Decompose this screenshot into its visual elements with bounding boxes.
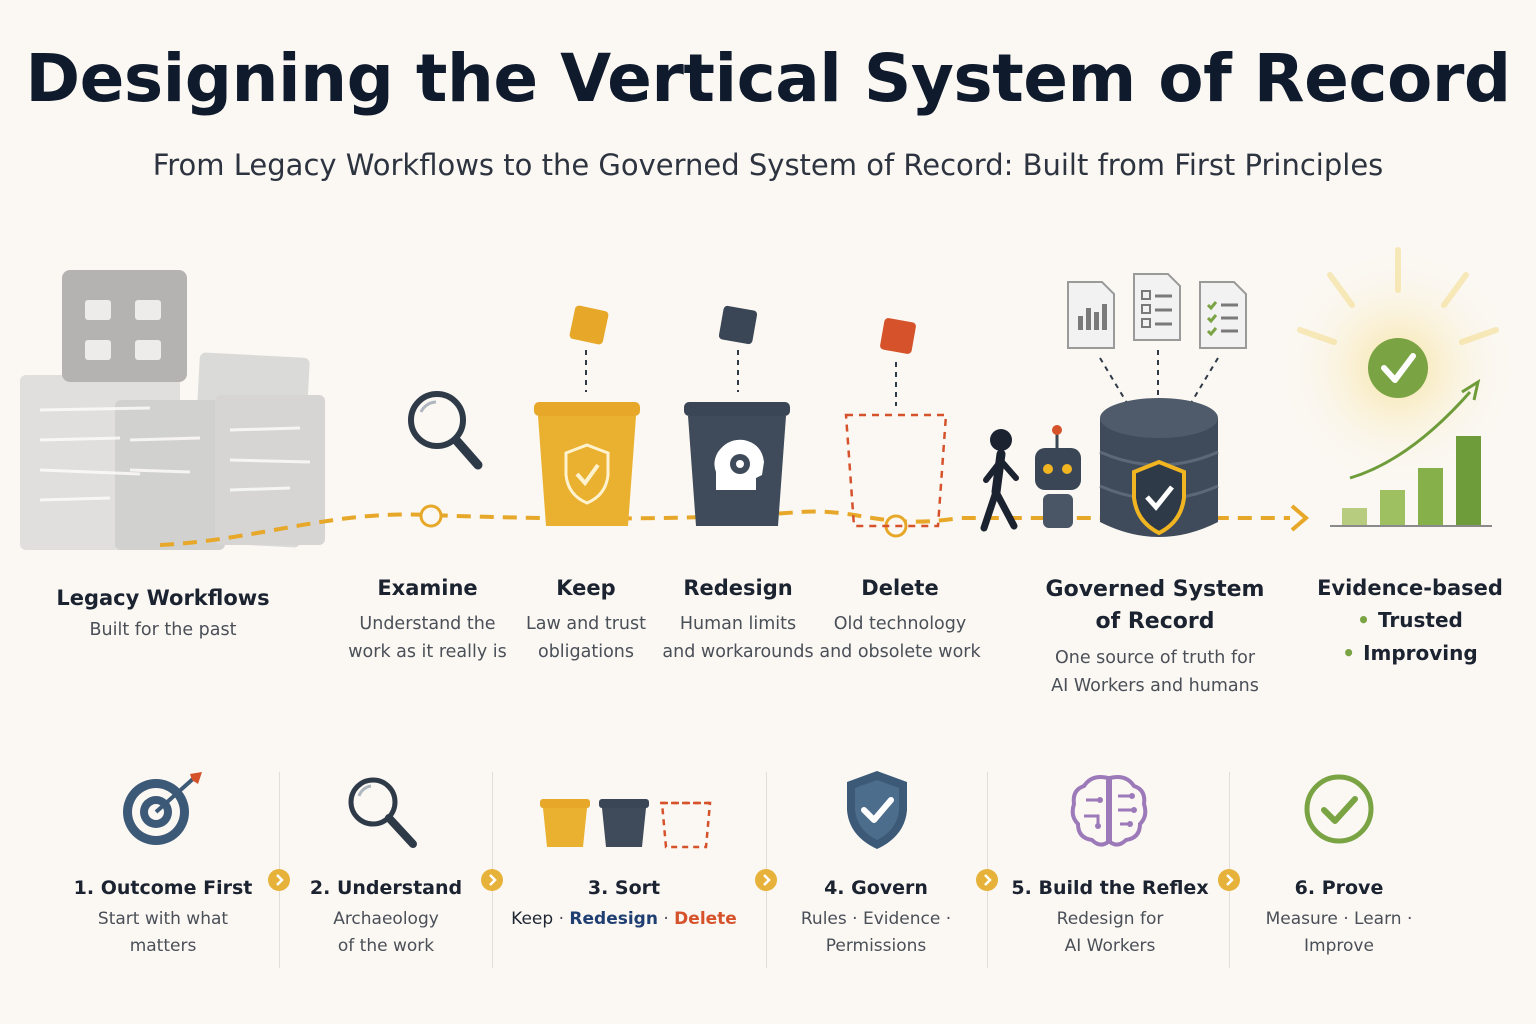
step-desc-1: Redesign for bbox=[1056, 909, 1164, 929]
step-understand: 2. Understand Archaeology of the work bbox=[298, 874, 474, 960]
sort-delete: Delete bbox=[674, 909, 737, 929]
examine-node bbox=[419, 504, 443, 528]
governed-label: Governed System of Record One source of … bbox=[1040, 574, 1270, 700]
step-govern: 4. Govern Rules · Evidence · Permissions bbox=[786, 874, 966, 960]
robot-icon bbox=[1035, 425, 1081, 528]
page-subtitle: From Legacy Workflows to the Governed Sy… bbox=[152, 148, 1384, 182]
magnifier-icon bbox=[408, 391, 483, 470]
bins-icon bbox=[540, 799, 712, 849]
legacy-label: Legacy Workflows Built for the past bbox=[48, 582, 278, 644]
examine-title: Examine bbox=[377, 576, 478, 600]
chevron-right-icon bbox=[481, 869, 503, 891]
outcome-label: Evidence-based •Trusted •Improving bbox=[1310, 572, 1510, 670]
outcome-bullet-trusted: •Trusted bbox=[1357, 608, 1463, 632]
keep-title: Keep bbox=[556, 576, 616, 600]
step-desc-2: of the work bbox=[337, 936, 435, 956]
target-icon bbox=[123, 772, 202, 845]
chevron-right-icon bbox=[976, 869, 998, 891]
delete-desc-2: and obsolete work bbox=[819, 642, 981, 662]
magnifier-icon bbox=[348, 777, 417, 848]
step-title: 4. Govern bbox=[824, 877, 928, 899]
governed-title-1: Governed System bbox=[1045, 577, 1265, 602]
growth-chart-icon bbox=[1278, 247, 1518, 527]
legacy-documents-icon bbox=[20, 270, 325, 550]
examine-label: Examine Understand the work as it really… bbox=[340, 572, 515, 666]
governed-desc-1: One source of truth for bbox=[1054, 648, 1256, 668]
shield-check-icon bbox=[847, 771, 907, 849]
report-documents-icon bbox=[1067, 273, 1247, 409]
outcome-bullet-improving: •Improving bbox=[1342, 641, 1478, 665]
governed-desc-2: AI Workers and humans bbox=[1051, 676, 1259, 696]
step-desc-1: Archaeology bbox=[333, 909, 439, 929]
step-sort-desc: Keep · Redesign · Delete bbox=[511, 909, 737, 929]
delete-title: Delete bbox=[861, 576, 939, 600]
database-icon bbox=[1099, 398, 1219, 537]
redesign-bin-icon bbox=[684, 305, 790, 526]
brain-icon bbox=[1070, 775, 1148, 847]
step-desc-2: Improve bbox=[1304, 936, 1374, 956]
step-title: 2. Understand bbox=[309, 877, 463, 899]
step-title: 5. Build the Reflex bbox=[1011, 877, 1209, 899]
step-desc-1: Measure · Learn · bbox=[1265, 909, 1413, 929]
delete-label: Delete Old technology and obsolete work bbox=[818, 572, 982, 666]
step-desc-1: Rules · Evidence · bbox=[800, 909, 952, 929]
examine-desc-1: Understand the bbox=[359, 614, 496, 634]
keep-desc-1: Law and trust bbox=[526, 614, 646, 634]
delete-desc-1: Old technology bbox=[833, 614, 967, 634]
redesign-title: Redesign bbox=[683, 576, 793, 600]
examine-desc-2: work as it really is bbox=[348, 642, 507, 662]
keep-label: Keep Law and trust obligations bbox=[515, 572, 657, 666]
step-title: 6. Prove bbox=[1294, 877, 1384, 899]
step-outcome-first: 1. Outcome First Start with what matters bbox=[60, 874, 266, 960]
step-desc-2: AI Workers bbox=[1064, 936, 1156, 956]
step-title: 3. Sort bbox=[587, 877, 661, 899]
keep-desc-2: obligations bbox=[537, 642, 634, 662]
governed-title-2: of Record bbox=[1095, 609, 1215, 634]
chevron-right-icon bbox=[755, 869, 777, 891]
redesign-desc-1: Human limits bbox=[679, 614, 797, 634]
delete-bin-icon bbox=[844, 318, 948, 528]
redesign-desc-2: and workarounds bbox=[662, 642, 814, 662]
outcome-title: Evidence-based bbox=[1317, 576, 1503, 600]
step-build-reflex: 5. Build the Reflex Redesign for AI Work… bbox=[1004, 874, 1216, 960]
sort-keep: Keep bbox=[511, 909, 554, 929]
step-title: 1. Outcome First bbox=[73, 877, 253, 899]
legacy-title: Legacy Workflows bbox=[56, 586, 270, 610]
check-circle-icon bbox=[1304, 774, 1374, 844]
walking-person-icon bbox=[980, 429, 1019, 532]
page-title: Designing the Vertical System of Record bbox=[25, 40, 1511, 117]
step-desc-1: Start with what bbox=[97, 909, 229, 929]
keep-bin-icon bbox=[534, 305, 640, 526]
sort-redesign: Redesign bbox=[569, 909, 658, 929]
legacy-desc: Built for the past bbox=[89, 620, 237, 640]
chevron-right-icon bbox=[1218, 869, 1240, 891]
flow-arrowhead bbox=[1290, 504, 1310, 532]
step-sort: 3. Sort Keep · Redesign · Delete bbox=[508, 874, 740, 933]
step-desc-2: Permissions bbox=[825, 936, 927, 956]
redesign-label: Redesign Human limits and workarounds bbox=[660, 572, 816, 666]
chevron-right-icon bbox=[268, 869, 290, 891]
step-desc-2: matters bbox=[129, 936, 197, 956]
step-prove: 6. Prove Measure · Learn · Improve bbox=[1248, 874, 1430, 960]
